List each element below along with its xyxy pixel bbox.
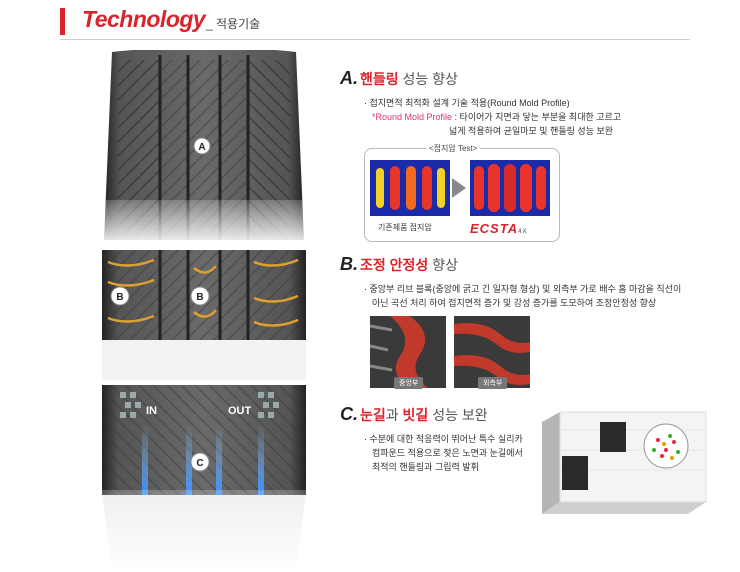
label-outer-part: 외측부 — [478, 377, 508, 389]
ecsta-logo: ECSTA4X — [470, 221, 528, 236]
page-title: Technology — [82, 6, 206, 32]
silica-compound-graph — [542, 411, 707, 514]
svg-text:B: B — [116, 292, 123, 303]
section-b-line1: · 중앙부 리브 블록(중앙에 굵고 긴 일자형 형상) 및 외측부 가로 배수… — [364, 284, 682, 294]
contact-pressure-test-title: <접지압 Test> — [426, 143, 481, 154]
page-subtitle: _ 적용기술 — [206, 17, 261, 31]
svg-text:A: A — [198, 142, 205, 153]
section-a-title: A.핸들링 성능 향상 — [340, 68, 458, 88]
caption-existing-footprint: 기존제품 접지압 — [378, 223, 432, 232]
label-c-marker: C — [190, 452, 210, 472]
section-a-note: *Round Mold Profile : 타이어가 지면과 닿는 부분을 최대… — [372, 110, 621, 124]
label-center-part: 중앙부 — [394, 377, 424, 389]
label-in: IN — [146, 405, 157, 417]
section-a-note-text: : 타이어가 지면과 닿는 부분을 최대한 고르고 — [452, 112, 622, 122]
section-a-note-line2: 넓게 적용하여 균일마모 및 핸들링 성능 보완 — [449, 126, 614, 136]
photo-center-rib — [370, 316, 446, 388]
section-a-bullet: · 접지면적 최적화 설계 기술 적용(Round Mold Profile) — [364, 98, 570, 108]
header-divider — [60, 39, 690, 40]
arrow-right-icon — [452, 178, 466, 198]
label-out: OUT — [228, 405, 252, 417]
section-c-line3: 최적의 핸들링과 그립력 발휘 — [372, 462, 479, 472]
label-b-left-marker: B — [110, 286, 130, 306]
label-a-marker: A — [193, 137, 211, 155]
tire-illustration: A B B IN OUT C — [102, 50, 306, 570]
page-header: Technology _ 적용기술 — [60, 6, 690, 40]
footprint-ecsta — [470, 160, 550, 216]
section-c-title: C.눈길과 빗길 성능 보완 — [340, 404, 488, 424]
section-c-line1: · 수분에 대한 적응력이 뛰어난 특수 실리카 — [364, 434, 523, 444]
section-c-line2: 컴파운드 적용으로 젖은 노면과 눈길에서 — [372, 448, 523, 458]
section-b-line2: 아닌 곡선 처리 하여 접지면적 증가 및 강성 증가를 도모하여 조정안정성 … — [372, 298, 657, 308]
section-a-note-label: *Round Mold Profile — [372, 112, 453, 122]
svg-text:C: C — [196, 458, 203, 469]
section-b-title: B.조정 안정성 향상 — [340, 254, 458, 274]
header-accent-bar — [60, 8, 65, 35]
photo-outer-groove — [454, 316, 530, 388]
label-b-right-marker: B — [190, 286, 210, 306]
svg-text:B: B — [196, 292, 203, 303]
footprint-existing — [370, 160, 450, 216]
